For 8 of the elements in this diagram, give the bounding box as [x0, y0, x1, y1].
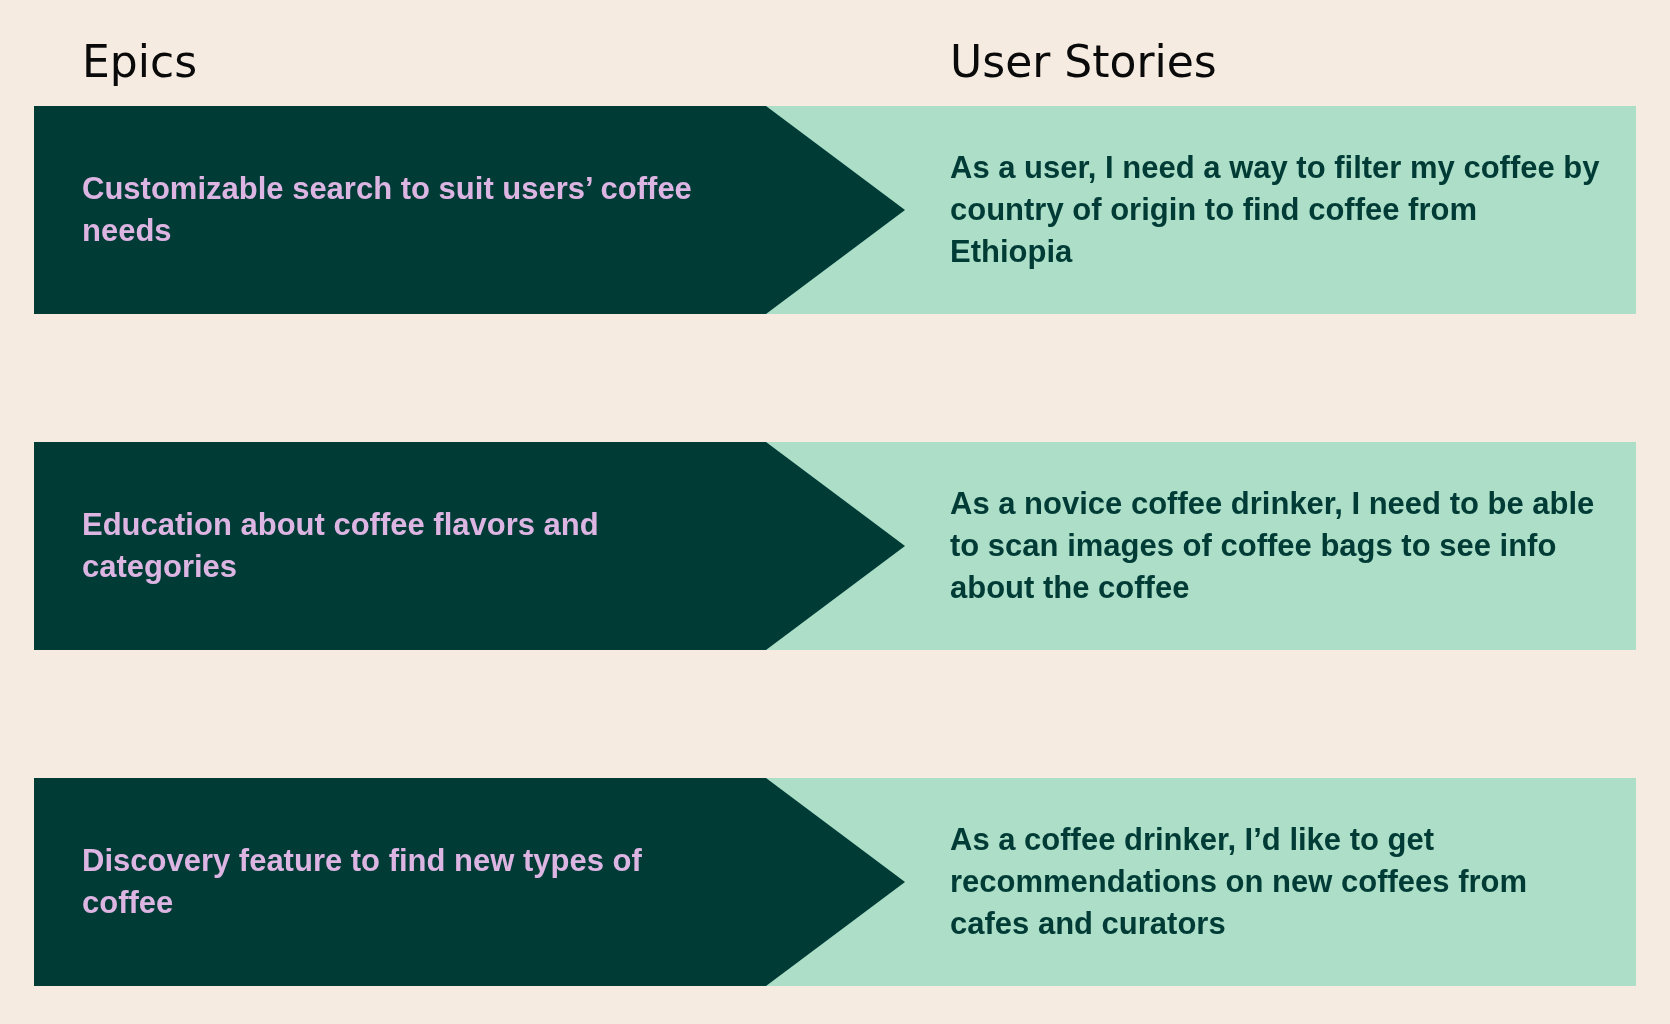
column-heading: Epics — [82, 36, 198, 87]
epic-text: Customizable search to suit users’ coffee needs — [82, 170, 693, 250]
story-text: As a coffee drinker, I’d like to get recommendations on new coffees from cafes and curators — [950, 821, 1529, 943]
epic-text: Education about coffee flavors and categories — [82, 506, 600, 586]
column-heading: User Stories — [950, 36, 1217, 87]
story-text: As a novice coffee drinker, I need to be able to scan images of coffee bags to see info about the coffee — [950, 485, 1596, 607]
story-text: As a user, I need a way to filter my coffee by country of origin to find coffee from Ethiopia — [950, 149, 1600, 271]
epic-text: Discovery feature to find new types of coffee — [82, 842, 643, 922]
